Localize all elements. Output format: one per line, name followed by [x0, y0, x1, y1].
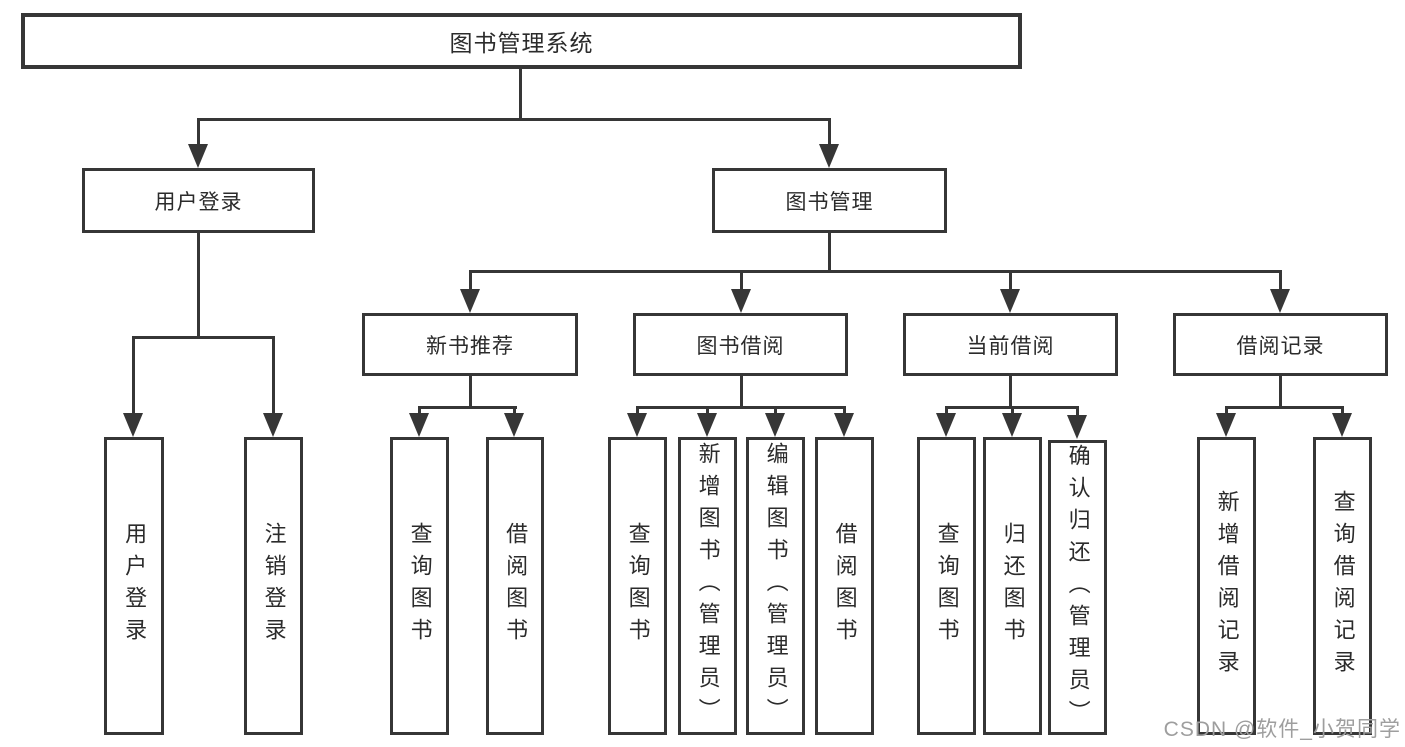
connector-stem-current-borrowing — [1009, 270, 1012, 291]
leaf-borrow-books-borrowing-label: 借阅图书 — [832, 522, 858, 650]
connector-user-login-stem — [197, 233, 200, 336]
arrow-leaf-return-books — [1002, 413, 1022, 437]
node-book-borrowing-label: 图书借阅 — [696, 334, 785, 358]
leaf-return-books-label: 归还图书 — [1000, 522, 1026, 650]
leaf-logout-label: 注销登录 — [261, 522, 287, 650]
connector-stem-user-login — [197, 118, 200, 148]
connector-root-hbar — [197, 118, 831, 121]
arrow-leaf-query-borrow-record — [1332, 413, 1352, 437]
connector-book-borrowing-stem — [740, 376, 743, 406]
leaf-return-books: 归还图书 — [983, 437, 1042, 735]
connector-user-login-hbar — [132, 336, 275, 339]
connector-stem-leaf-borrow-books-borrowing — [843, 406, 846, 415]
arrow-book-borrowing — [731, 289, 751, 313]
arrow-leaf-add-borrow-record — [1216, 413, 1236, 437]
leaf-borrow-books-borrowing: 借阅图书 — [815, 437, 874, 735]
connector-stem-leaf-logout — [272, 336, 275, 415]
leaf-add-books-admin: 新增图书（管理员） — [678, 437, 737, 735]
connector-book-management-stem — [828, 233, 831, 270]
arrow-book-management — [819, 144, 839, 168]
leaf-query-books-recommend: 查询图书 — [390, 437, 449, 735]
connector-borrowing-records-stem — [1279, 376, 1282, 406]
connector-stem-book-borrowing — [740, 270, 743, 291]
leaf-edit-books-admin: 编辑图书（管理员） — [746, 437, 805, 735]
connector-stem-leaf-query-borrow-record — [1341, 406, 1344, 415]
connector-stem-book-management — [828, 118, 831, 148]
leaf-query-books-recommend-label: 查询图书 — [407, 522, 433, 650]
connector-stem-leaf-add-books-admin — [706, 406, 709, 415]
node-root-label: 图书管理系统 — [449, 30, 594, 56]
node-new-book-recommend: 新书推荐 — [362, 313, 578, 376]
connector-stem-leaf-query-books-borrowing — [636, 406, 639, 415]
arrow-borrowing-records — [1270, 289, 1290, 313]
connector-book-borrowing-hbar — [636, 406, 846, 409]
leaf-query-books-borrowing: 查询图书 — [608, 437, 667, 735]
arrow-leaf-add-books-admin — [697, 413, 717, 437]
arrow-leaf-borrow-books-borrowing — [834, 413, 854, 437]
node-root: 图书管理系统 — [21, 13, 1022, 69]
leaf-add-books-admin-label: 新增图书（管理员） — [695, 442, 721, 730]
node-current-borrowing-label: 当前借阅 — [966, 334, 1055, 358]
leaf-add-borrow-record: 新增借阅记录 — [1197, 437, 1256, 735]
connector-stem-leaf-query-books-current — [945, 406, 948, 415]
connector-stem-borrowing-records — [1279, 270, 1282, 291]
node-user-login: 用户登录 — [82, 168, 315, 233]
node-new-book-recommend-label: 新书推荐 — [426, 334, 514, 358]
leaf-edit-books-admin-label: 编辑图书（管理员） — [763, 442, 789, 730]
node-book-management: 图书管理 — [712, 168, 947, 233]
node-user-login-label: 用户登录 — [154, 190, 243, 214]
arrow-leaf-borrow-books-recommend — [504, 413, 524, 437]
leaf-user-login: 用户登录 — [104, 437, 164, 735]
leaf-query-books-current-label: 查询图书 — [934, 522, 960, 650]
connector-stem-leaf-add-borrow-record — [1225, 406, 1228, 415]
leaf-query-books-borrowing-label: 查询图书 — [625, 522, 651, 650]
leaf-borrow-books-recommend-label: 借阅图书 — [503, 522, 529, 650]
leaf-logout: 注销登录 — [244, 437, 303, 735]
leaf-borrow-books-recommend: 借阅图书 — [486, 437, 544, 735]
connector-stem-leaf-query-books-recommend — [418, 406, 421, 415]
leaf-confirm-return-admin: 确认归还（管理员） — [1048, 440, 1107, 735]
arrow-leaf-user-login — [123, 413, 143, 437]
connector-stem-new-book-recommend — [469, 270, 472, 291]
connector-stem-leaf-edit-books-admin — [774, 406, 777, 415]
node-book-management-label: 图书管理 — [785, 190, 874, 214]
connector-stem-leaf-confirm-return-admin — [1076, 406, 1079, 415]
leaf-query-books-current: 查询图书 — [917, 437, 976, 735]
arrow-new-book-recommend — [460, 289, 480, 313]
leaf-add-borrow-record-label: 新增借阅记录 — [1214, 490, 1240, 682]
arrow-leaf-query-books-current — [936, 413, 956, 437]
csdn-watermark: CSDN @软件_小贺同学 — [1163, 718, 1401, 741]
connector-book-management-hbar — [469, 270, 1282, 273]
node-borrowing-records: 借阅记录 — [1173, 313, 1388, 376]
connector-new-book-recommend-hbar — [418, 406, 517, 409]
arrow-current-borrowing — [1000, 289, 1020, 313]
arrow-user-login — [188, 144, 208, 168]
arrow-leaf-logout — [263, 413, 283, 437]
node-borrowing-records-label: 借阅记录 — [1236, 334, 1325, 358]
connector-new-book-recommend-stem — [469, 376, 472, 406]
arrow-leaf-confirm-return-admin — [1067, 415, 1087, 439]
connector-stem-leaf-user-login — [132, 336, 135, 415]
connector-current-borrowing-stem — [1009, 376, 1012, 406]
arrow-leaf-edit-books-admin — [765, 413, 785, 437]
connector-borrowing-records-hbar — [1225, 406, 1344, 409]
node-current-borrowing: 当前借阅 — [903, 313, 1118, 376]
connector-stem-leaf-borrow-books-recommend — [513, 406, 516, 415]
connector-root-stem — [519, 68, 522, 119]
arrow-leaf-query-books-borrowing — [627, 413, 647, 437]
connector-stem-leaf-return-books — [1011, 406, 1014, 415]
leaf-user-login-label: 用户登录 — [122, 522, 148, 650]
leaf-query-borrow-record-label: 查询借阅记录 — [1330, 490, 1356, 682]
arrow-leaf-query-books-recommend — [409, 413, 429, 437]
leaf-confirm-return-admin-label: 确认归还（管理员） — [1065, 443, 1091, 732]
node-book-borrowing: 图书借阅 — [633, 313, 848, 376]
leaf-query-borrow-record: 查询借阅记录 — [1313, 437, 1372, 735]
